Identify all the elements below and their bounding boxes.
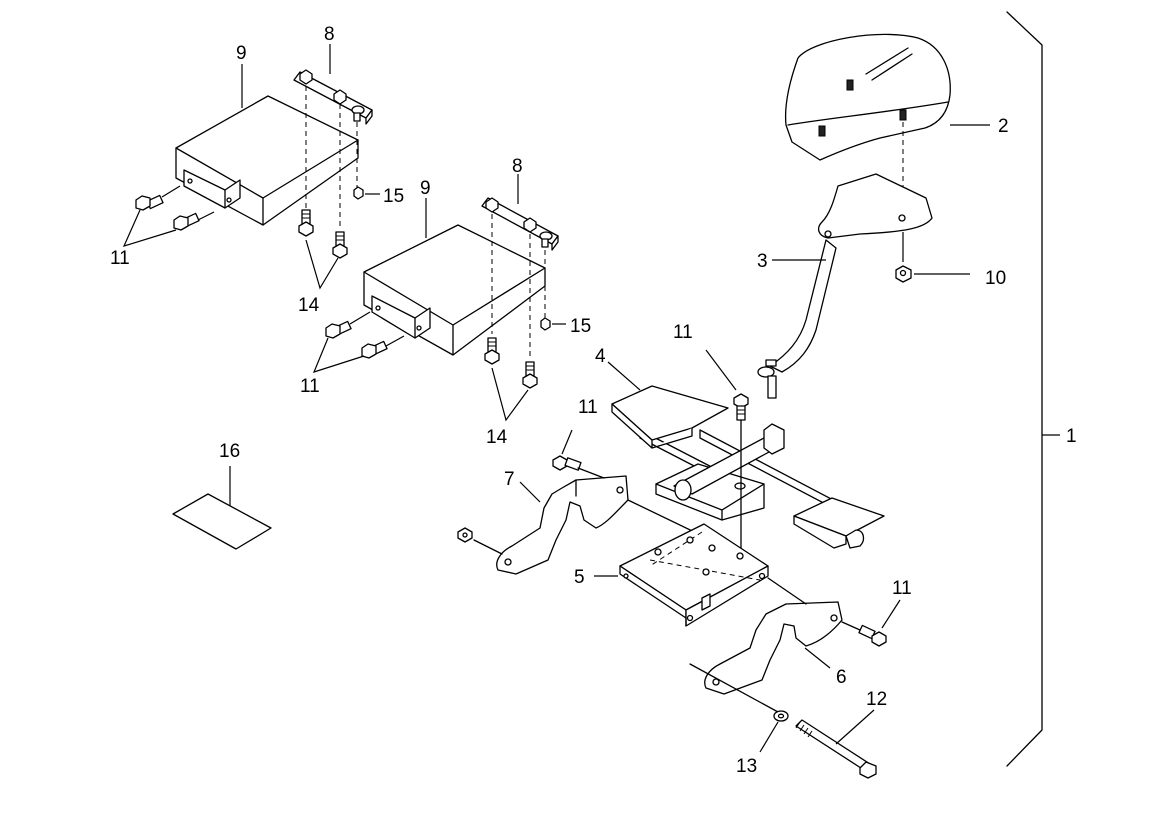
callout-8-upper: 8: [324, 24, 335, 45]
callout-11-lower-ecu: 11: [300, 376, 320, 397]
callout-10: 10: [985, 268, 1006, 289]
bracket-part-6: [704, 577, 843, 695]
callout-2: 2: [998, 116, 1009, 137]
callout-16: 16: [219, 441, 240, 462]
nut-part-10: [895, 232, 970, 283]
nut-part-left: [457, 527, 503, 555]
callout-9-upper: 9: [236, 43, 247, 64]
callout-4: 4: [595, 346, 606, 367]
callout-11-frame: 11: [673, 322, 693, 343]
callout-13: 13: [736, 756, 757, 777]
callout-1: 1: [1066, 426, 1077, 447]
mounting-plate-part: [594, 523, 769, 627]
callout-15-upper: 15: [383, 186, 404, 207]
callout-11-right: 11: [892, 578, 912, 599]
assembly-bracket: [1006, 11, 1043, 767]
ecu-box-lower: [363, 224, 546, 356]
bolts-upper: [122, 185, 348, 290]
callout-7: 7: [504, 469, 515, 490]
bolt-part-11-right: [841, 599, 901, 647]
footrest-frame: [611, 385, 885, 549]
mount-bracket-lower: [481, 197, 566, 360]
washer-and-bolt-parts: [689, 663, 877, 779]
callout-6: 6: [836, 667, 847, 688]
callout-5: 5: [574, 567, 585, 588]
callout-15-lower: 15: [570, 316, 591, 337]
cover-part: [784, 33, 951, 212]
callout-8-lower: 8: [512, 156, 523, 177]
ecu-box-upper: [175, 95, 359, 226]
lever-part: [757, 173, 933, 399]
callout-labels: 1 2 3 4 5 6 7 8 8 9 9 10 11 11 11 11 11 …: [110, 24, 1077, 777]
callout-9-lower: 9: [420, 178, 431, 199]
bolt-part-11-bracket: [552, 429, 605, 479]
bracket-part-7: [496, 475, 741, 575]
callout-3: 3: [757, 251, 768, 272]
callout-14-lower: 14: [486, 427, 508, 448]
bolt-part-11-frame: [705, 349, 749, 551]
callout-14-upper: 14: [298, 295, 320, 316]
mount-bracket-upper: [293, 69, 380, 230]
callout-11-bracket: 11: [578, 397, 598, 418]
bolts-lower: [312, 311, 538, 422]
callout-11-upper-ecu: 11: [110, 248, 130, 269]
label-sheet-part: [172, 466, 272, 550]
callout-12: 12: [866, 689, 887, 710]
